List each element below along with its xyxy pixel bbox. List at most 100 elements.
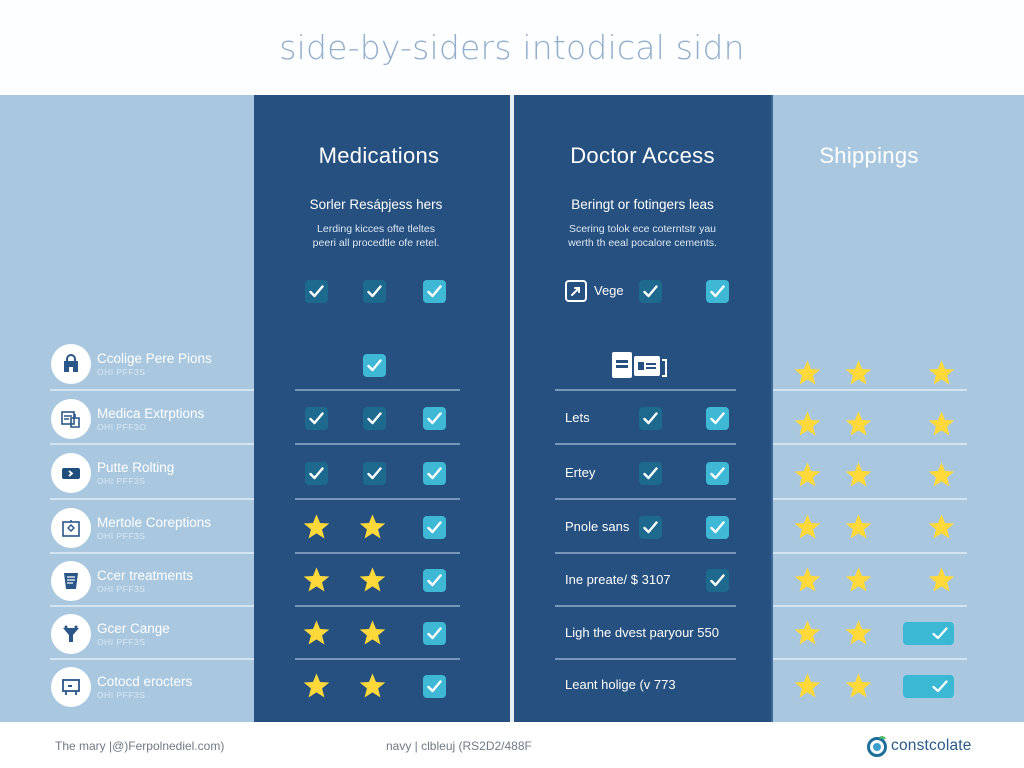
card-arrow-icon xyxy=(51,453,91,493)
feature-row[interactable]: Ccer treatments OHI PFF3S xyxy=(51,560,193,602)
star-icon xyxy=(927,461,956,489)
doctor-access-row-label: Lets xyxy=(565,410,590,425)
footer: The mary |@)Ferpolnediel.com) navy | clb… xyxy=(0,722,1024,768)
medications-check[interactable] xyxy=(363,354,386,377)
brand-logo-icon xyxy=(867,736,887,757)
medications-header-check-3[interactable] xyxy=(423,280,446,303)
doctor-access-check[interactable] xyxy=(706,407,729,430)
star-icon xyxy=(844,513,873,541)
brand-name: constcolate xyxy=(891,737,972,754)
page-title: side-by-siders intodical sidn xyxy=(279,28,745,67)
row-divider xyxy=(555,552,736,554)
checkmark-icon xyxy=(932,680,948,693)
checkmark-icon xyxy=(427,285,442,298)
star-icon xyxy=(793,461,822,489)
medications-check[interactable] xyxy=(423,516,446,539)
shippings-column-edge xyxy=(771,95,773,722)
checkmark-icon xyxy=(932,627,948,640)
row-divider xyxy=(773,389,967,391)
checkmark-icon xyxy=(309,412,324,425)
star-icon xyxy=(844,566,873,594)
row-divider xyxy=(50,498,254,500)
medications-header-check-1[interactable] xyxy=(305,280,328,303)
row-divider xyxy=(773,498,967,500)
medications-description-line: peeri all procedtle ofe retel. xyxy=(312,237,440,249)
star-icon xyxy=(844,672,873,700)
doctor-access-subtitle: Beringt or fotingers leas xyxy=(571,197,714,212)
checkmark-icon xyxy=(367,359,382,372)
medications-check[interactable] xyxy=(305,462,328,485)
medications-description-line: Lerding kicces ofte tleltes xyxy=(317,223,435,235)
row-divider xyxy=(555,658,736,660)
brand-logo[interactable]: constcolate xyxy=(866,735,972,757)
medications-title: Medications xyxy=(318,143,440,168)
star-icon xyxy=(927,566,956,594)
package-icon xyxy=(51,508,91,548)
medications-check[interactable] xyxy=(423,622,446,645)
feature-row[interactable]: Ccolige Pere Pions OHI PFF3S xyxy=(51,343,212,385)
medications-description: Lerding kicces ofte tleltes peeri all pr… xyxy=(254,222,498,250)
checkmark-icon xyxy=(710,574,725,587)
external-link-icon xyxy=(565,280,587,302)
medications-check[interactable] xyxy=(305,407,328,430)
medications-check[interactable] xyxy=(363,407,386,430)
medications-check[interactable] xyxy=(363,462,386,485)
row-divider xyxy=(773,605,967,607)
monitor-icon xyxy=(51,667,91,707)
features-column-bg xyxy=(0,95,254,722)
medications-check[interactable] xyxy=(423,569,446,592)
doctor-access-check[interactable] xyxy=(639,407,662,430)
doctor-access-check[interactable] xyxy=(639,516,662,539)
row-divider xyxy=(295,552,460,554)
doctor-access-header-label: Vege xyxy=(594,283,624,298)
star-icon xyxy=(302,513,331,541)
funnel-icon xyxy=(51,614,91,654)
star-icon xyxy=(358,619,387,647)
medications-subtitle: Sorler Resápjess hers xyxy=(309,197,443,212)
doctor-access-check[interactable] xyxy=(706,462,729,485)
star-icon xyxy=(927,513,956,541)
shippings-title: Shippings xyxy=(819,143,919,168)
feature-row[interactable]: Medica Extrptions OHI PFF3O xyxy=(51,398,204,440)
doctor-access-check[interactable] xyxy=(639,462,662,485)
row-divider xyxy=(773,443,967,445)
shippings-check-toggle[interactable] xyxy=(903,675,954,698)
star-icon xyxy=(793,619,822,647)
header: side-by-siders intodical sidn xyxy=(0,0,1024,95)
feature-row[interactable]: Gcer Cange OHI PFF3S xyxy=(51,613,170,655)
checkmark-icon xyxy=(427,467,442,480)
doctor-access-header-check-1[interactable] xyxy=(639,280,662,303)
feature-label: Ccolige Pere Pions xyxy=(97,351,212,366)
checkmark-icon xyxy=(427,680,442,693)
medications-check[interactable] xyxy=(423,462,446,485)
doctor-access-header-check-2[interactable] xyxy=(706,280,729,303)
medications-check[interactable] xyxy=(423,675,446,698)
checkmark-icon xyxy=(710,412,725,425)
star-icon xyxy=(793,359,822,387)
doctor-access-row-label: Ligh the dvest paryour 550 xyxy=(565,625,719,640)
feature-row[interactable]: Cotocd erocters OHI PFF3S xyxy=(51,666,192,708)
feature-sub: OHI PFF3S xyxy=(97,367,146,377)
medications-check[interactable] xyxy=(423,407,446,430)
shippings-check-toggle[interactable] xyxy=(903,622,954,645)
star-icon xyxy=(844,619,873,647)
checkmark-icon xyxy=(643,467,658,480)
doctor-access-check[interactable] xyxy=(706,516,729,539)
feature-sub: OHI PFF3O xyxy=(97,422,147,432)
feature-label: Gcer Cange xyxy=(97,621,170,636)
checkmark-icon xyxy=(309,285,324,298)
checkmark-icon xyxy=(427,627,442,640)
medications-header-check-2[interactable] xyxy=(363,280,386,303)
star-icon xyxy=(927,410,956,438)
checkmark-icon xyxy=(643,285,658,298)
feature-row[interactable]: Mertole Coreptions OHI PFF3S xyxy=(51,507,211,549)
star-icon xyxy=(302,619,331,647)
doctor-access-check[interactable] xyxy=(706,569,729,592)
feature-row[interactable]: Putte Rolting OHI PFF3S xyxy=(51,452,174,494)
row-divider xyxy=(50,389,254,391)
row-divider xyxy=(295,605,460,607)
star-icon xyxy=(793,566,822,594)
feature-sub: OHI PFF3S xyxy=(97,637,146,647)
star-icon xyxy=(793,513,822,541)
row-divider xyxy=(555,605,736,607)
